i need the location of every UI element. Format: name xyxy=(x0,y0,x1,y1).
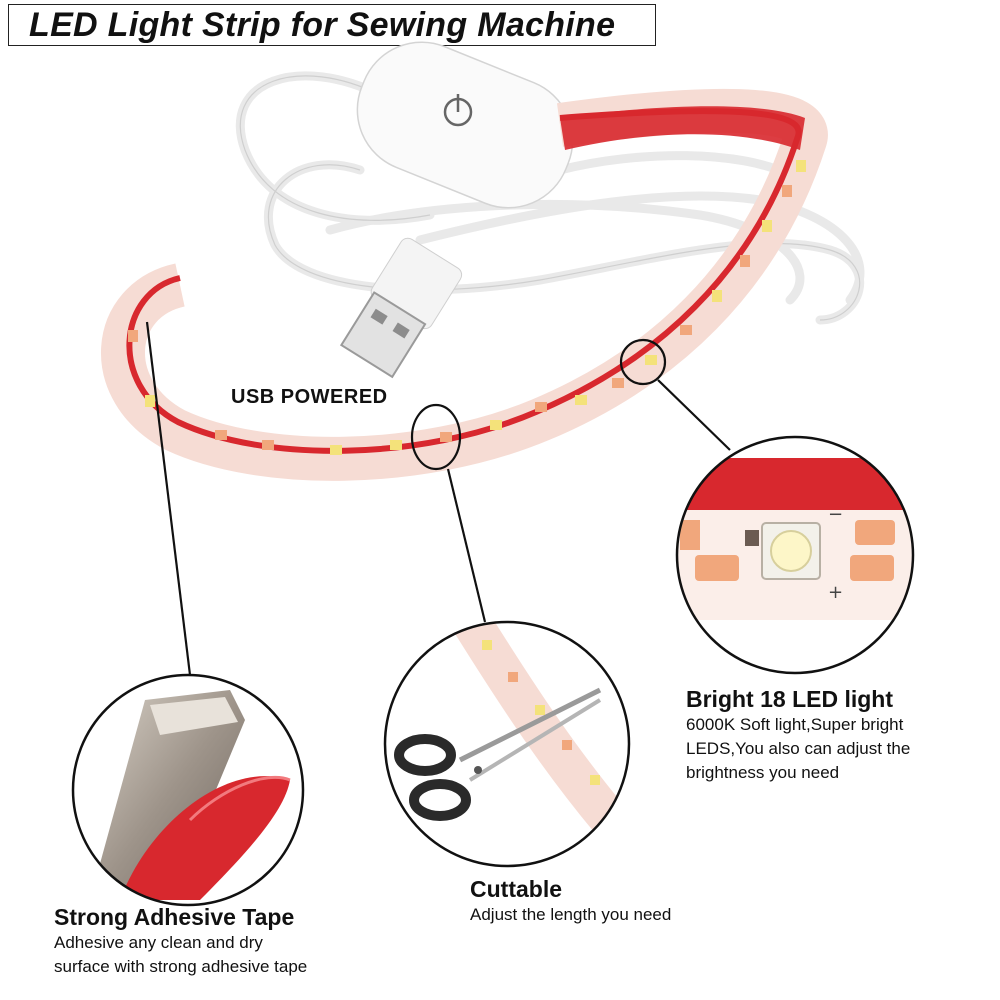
led-marker xyxy=(619,338,667,386)
leader-lines xyxy=(145,321,731,676)
svg-text:+: + xyxy=(828,582,843,603)
usb-powered-label: USB POWERED xyxy=(231,386,388,408)
feature-tape-line: surface with strong adhesive tape xyxy=(54,957,308,976)
tape-closeup xyxy=(71,673,305,907)
feature-cuttable: Cuttable Adjust the length you need xyxy=(470,876,671,927)
led-closeup: + − xyxy=(675,435,915,675)
led-strip xyxy=(101,88,828,481)
scissors-icon xyxy=(394,687,602,821)
feature-tape: Strong Adhesive Tape Adhesive any clean … xyxy=(54,904,307,979)
feature-led: Bright 18 LED light 6000K Soft light,Sup… xyxy=(686,686,910,785)
title-banner: LED Light Strip for Sewing Machine xyxy=(8,4,656,46)
feature-tape-heading: Strong Adhesive Tape xyxy=(54,904,295,930)
cut-closeup xyxy=(383,620,631,868)
usb-plug xyxy=(339,237,463,379)
feature-cuttable-heading: Cuttable xyxy=(470,876,562,902)
feature-led-line: 6000K Soft light,Super bright xyxy=(686,715,904,734)
feature-led-line: brightness you need xyxy=(686,763,840,782)
feature-tape-line: Adhesive any clean and dry xyxy=(54,933,263,952)
feature-led-line: LEDS,You also can adjust the xyxy=(686,739,911,758)
cut-point-marker xyxy=(410,403,462,471)
strip-leds xyxy=(128,160,806,455)
touch-switch xyxy=(356,41,574,209)
svg-text:−: − xyxy=(828,504,843,525)
feature-cuttable-line: Adjust the length you need xyxy=(470,905,672,924)
feature-led-heading: Bright 18 LED light xyxy=(686,686,893,712)
page-title: LED Light Strip for Sewing Machine xyxy=(29,5,616,44)
